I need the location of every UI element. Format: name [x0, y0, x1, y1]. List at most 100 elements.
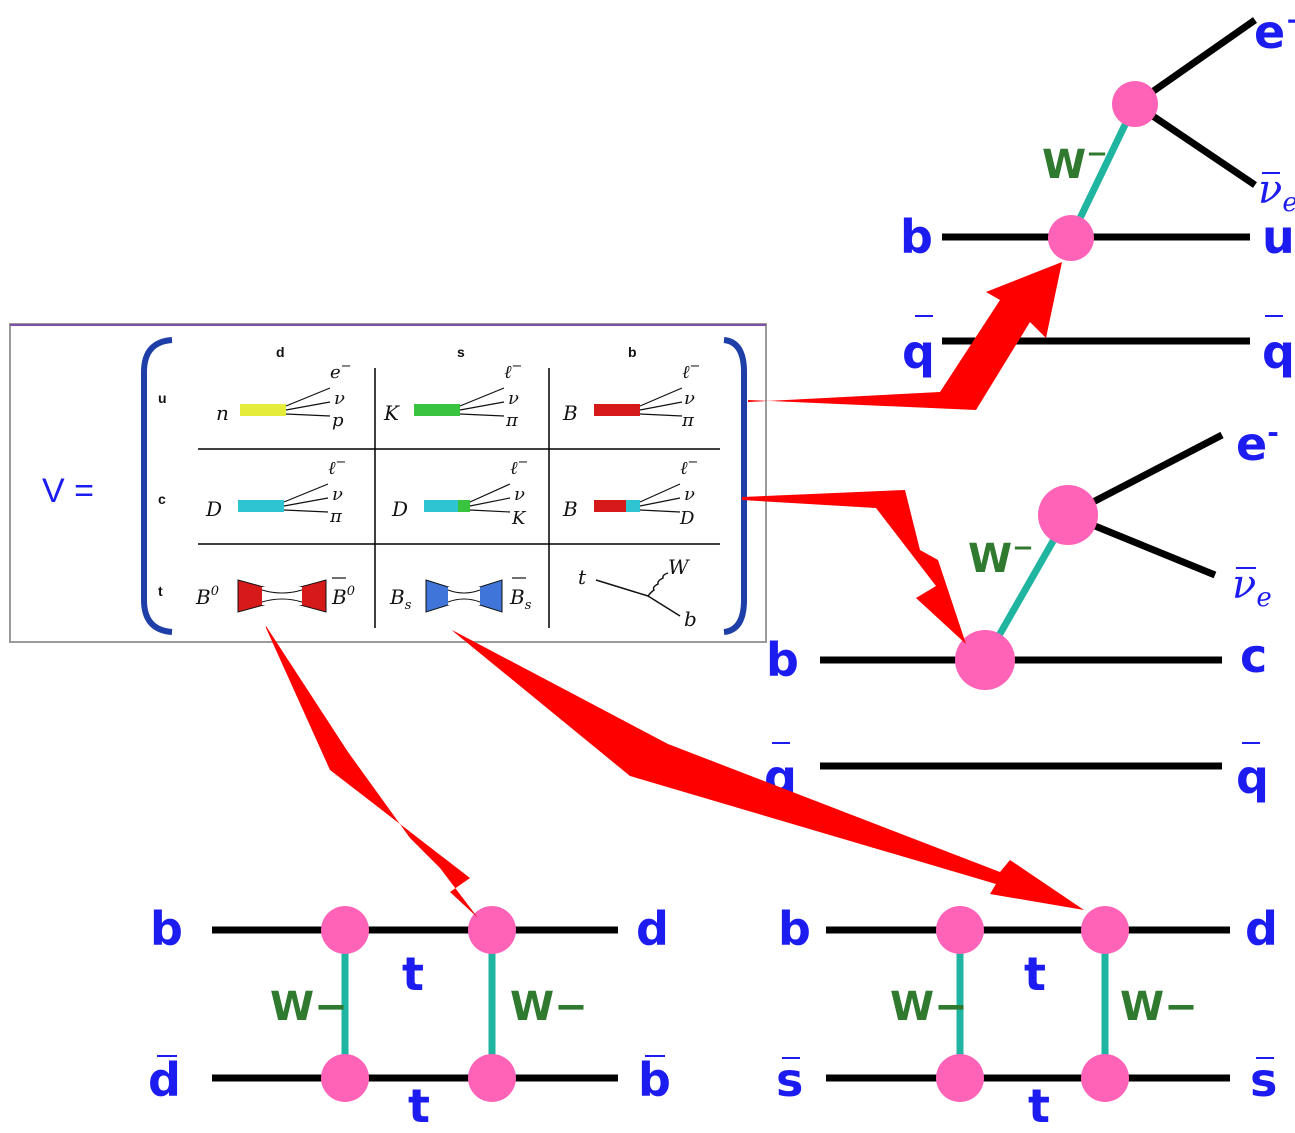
w-boson-line	[1067, 102, 1139, 239]
cell-ud: n e− ν p	[216, 359, 352, 431]
column-header-s: s	[457, 344, 465, 360]
top-line	[595, 579, 649, 597]
arrow-vtd	[266, 626, 478, 918]
vertex-quark	[1048, 215, 1094, 261]
product-3: p	[332, 410, 344, 431]
label-b: b	[684, 607, 697, 631]
label-top-internal: t	[402, 947, 424, 1001]
label-b: b	[766, 633, 799, 687]
label-w-right: W−	[510, 984, 588, 1030]
box-diagram-bs: b d s s t t W− W−	[776, 902, 1278, 1133]
label-u: u	[1262, 210, 1295, 264]
label-qbar-right: q	[1236, 750, 1269, 804]
vertex-lepton	[1112, 81, 1158, 127]
vertex-quark	[955, 630, 1015, 690]
initial-n: n	[216, 401, 229, 425]
meson-bar	[414, 404, 460, 416]
decay-lines	[639, 483, 681, 513]
label-qbar-right: q	[1262, 325, 1295, 379]
initial-k: K	[383, 401, 400, 425]
cell-tb: t W b	[578, 555, 697, 631]
meson-left: B0	[195, 584, 219, 609]
product-2: ν	[508, 388, 519, 409]
vertex	[936, 1054, 984, 1102]
meson-right: B0	[331, 584, 355, 609]
vertex	[936, 906, 984, 954]
label-top-internal: t	[1024, 947, 1046, 1001]
product-3: π	[505, 410, 519, 431]
decay-lines	[459, 387, 505, 417]
row-header-u: u	[158, 390, 167, 406]
box-diagram-bd: b d d b t t W− W−	[148, 902, 671, 1133]
initial-d: D	[391, 497, 408, 521]
label-w-right: W−	[1120, 984, 1198, 1030]
vertex	[321, 1054, 369, 1102]
label-w-left: W−	[270, 984, 348, 1030]
label-qbar-left: q	[902, 325, 935, 379]
vertex	[321, 906, 369, 954]
neutrino-line	[1133, 101, 1257, 188]
lepton-line	[1132, 17, 1258, 107]
arrows	[266, 262, 1084, 918]
product-2: ν	[332, 484, 343, 505]
decay-lines	[639, 387, 683, 417]
product-3: K	[511, 508, 527, 529]
label-electron: e-	[1236, 416, 1279, 471]
product-3: π	[329, 506, 343, 527]
label-antineutrino: νe	[1258, 167, 1295, 218]
mixing-inner	[448, 587, 480, 605]
meson-left: Bs	[389, 585, 412, 613]
label-bbar: b	[638, 1053, 671, 1107]
left-bracket	[141, 337, 173, 635]
row-header-c: c	[158, 491, 166, 507]
cell-ts: Bs Bs	[389, 577, 532, 613]
column-header-b: b	[628, 344, 637, 360]
initial-b: B	[562, 497, 578, 521]
decay-lines	[285, 387, 331, 417]
initial-d: D	[205, 497, 222, 521]
label-d: d	[636, 902, 669, 956]
label-w: W	[668, 555, 690, 579]
label-d: d	[1245, 902, 1278, 956]
row-header-t: t	[158, 583, 163, 599]
label-sbar-right: s	[1250, 1053, 1277, 1107]
vertex	[468, 906, 516, 954]
product-3: π	[681, 410, 695, 431]
label-t: t	[578, 565, 587, 589]
decay-lines	[283, 483, 329, 513]
matrix-frame	[9, 323, 767, 643]
cell-td: B0 B0	[195, 577, 355, 613]
product-2: ν	[334, 388, 345, 409]
arrow-vub	[748, 262, 1062, 410]
product-1: e−	[330, 359, 352, 383]
product-1: ℓ−	[682, 359, 700, 383]
ckm-matrix-panel: V = d s b u c t n e− ν p K ℓ−	[9, 323, 767, 643]
mixing-inner	[262, 587, 302, 605]
diagram-b-to-u: b u q q W− e− νe	[900, 4, 1295, 379]
right-bracket	[723, 337, 747, 635]
vertex-lepton	[1038, 485, 1098, 545]
meson-right: Bs	[509, 585, 532, 613]
product-2: ν	[684, 484, 695, 505]
mixing-lines	[447, 589, 481, 603]
label-w-boson: W−	[968, 533, 1034, 582]
initial-b: B	[562, 401, 578, 425]
matrix-v-label: V =	[42, 472, 94, 510]
product-2: ν	[514, 484, 525, 505]
cell-cd: D ℓ− ν π	[205, 455, 346, 527]
vertex	[468, 1054, 516, 1102]
product-1: ℓ−	[510, 455, 528, 479]
product-2: ν	[684, 388, 695, 409]
cell-us: K ℓ− ν π	[383, 359, 522, 431]
label-w-boson: W−	[1042, 139, 1108, 188]
label-dbar: d	[148, 1053, 181, 1107]
meson-bar-end	[626, 500, 640, 512]
arrow-vts	[452, 630, 1084, 910]
label-antineutrino: νe	[1232, 562, 1272, 613]
vertex	[1081, 906, 1129, 954]
product-1: ℓ−	[680, 455, 698, 479]
label-bottom-internal: t	[408, 1079, 430, 1133]
product-1: ℓ−	[328, 455, 346, 479]
label-electron: e−	[1254, 4, 1295, 59]
